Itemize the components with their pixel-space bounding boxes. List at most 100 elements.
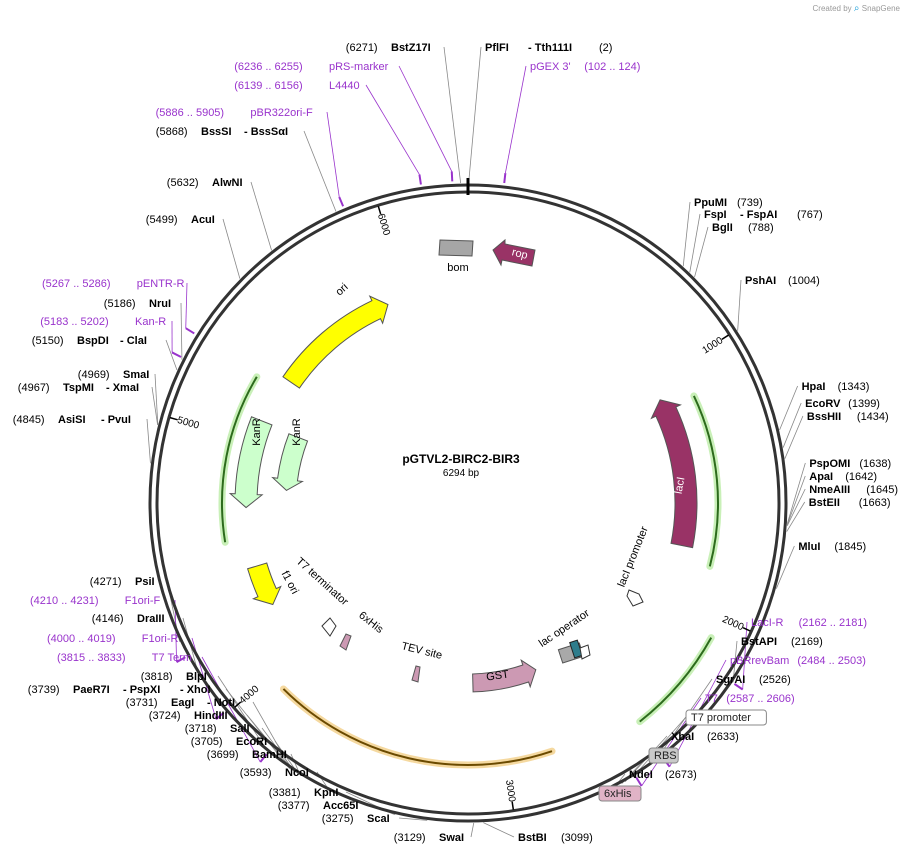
site-name[interactable]: ApaI	[809, 471, 833, 483]
site-name[interactable]: BstZ17I	[391, 42, 431, 54]
feature-gst[interactable]	[472, 659, 537, 693]
primer-range[interactable]: (4210 .. 4231)	[30, 595, 99, 607]
site-name[interactable]: FspI	[704, 209, 727, 221]
site-name[interactable]: BssHII	[807, 411, 841, 423]
primer-range[interactable]: (2587 .. 2606)	[726, 693, 795, 705]
site-position[interactable]: (767)	[797, 209, 823, 221]
primer-name[interactable]: Kan-R	[135, 316, 166, 328]
site-name[interactable]: BstEII	[809, 497, 840, 509]
site-position[interactable]: (4271)	[90, 576, 122, 588]
primer-name[interactable]: F1ori-F	[125, 595, 161, 607]
feature-laci[interactable]	[650, 399, 698, 549]
site-position[interactable]: (3377)	[278, 800, 310, 812]
site-name[interactable]: PsiI	[135, 576, 155, 588]
site-name[interactable]: NmeAIII	[809, 484, 850, 496]
site-position[interactable]: (788)	[748, 222, 774, 234]
site-name[interactable]: EcoRV	[805, 398, 841, 410]
site-position[interactable]: (5186)	[104, 298, 136, 310]
site-position[interactable]: (3381)	[269, 787, 301, 799]
primer-name[interactable]: pENTR-R	[137, 278, 185, 290]
site-position[interactable]: (4969)	[78, 369, 110, 381]
site-name[interactable]: BstBI	[518, 832, 547, 844]
site-position[interactable]: (1434)	[857, 411, 889, 423]
site-position[interactable]: (1399)	[848, 398, 880, 410]
site-name[interactable]: NcoI	[285, 767, 309, 779]
site-name[interactable]: PspOMI	[809, 458, 850, 470]
site-name[interactable]: PshAI	[745, 275, 776, 287]
site-name[interactable]: AlwNI	[212, 177, 243, 189]
site-position[interactable]: (2)	[599, 42, 612, 54]
site-position[interactable]: (5499)	[146, 214, 178, 226]
site-position[interactable]: (1845)	[834, 541, 866, 553]
site-name[interactable]: AcuI	[191, 214, 215, 226]
site-name[interactable]: BlpI	[186, 671, 207, 683]
primer-name[interactable]: pBR322ori-F	[250, 107, 313, 119]
site-position[interactable]: (4967)	[18, 382, 50, 394]
site-name[interactable]: - ClaI	[120, 335, 147, 347]
site-position[interactable]: (1343)	[838, 381, 870, 393]
site-name[interactable]: HpaI	[802, 381, 826, 393]
site-position[interactable]: (2169)	[791, 636, 823, 648]
site-position[interactable]: (3129)	[394, 832, 426, 844]
site-position[interactable]: (1642)	[845, 471, 877, 483]
site-position[interactable]: (1004)	[788, 275, 820, 287]
site-name[interactable]: BstAPI	[741, 636, 777, 648]
primer-name[interactable]: F1ori-R	[142, 633, 179, 645]
primer-range[interactable]: (3815 .. 3833)	[57, 652, 126, 664]
site-name[interactable]: - XmaI	[106, 382, 139, 394]
site-name[interactable]: SmaI	[123, 369, 149, 381]
site-name[interactable]: Acc65I	[323, 800, 358, 812]
site-name[interactable]: SalI	[230, 723, 250, 735]
primer-name[interactable]: pRS-marker	[329, 61, 389, 73]
site-name[interactable]: BssSI	[201, 126, 232, 138]
primer-range[interactable]: (102 .. 124)	[584, 61, 640, 73]
primer-range[interactable]: (4000 .. 4019)	[47, 633, 116, 645]
site-name[interactable]: - Tth111I	[528, 42, 572, 54]
gst-cds-arc[interactable]	[282, 688, 553, 766]
feature-ori[interactable]	[282, 295, 389, 389]
site-name[interactable]: AsiSI	[58, 414, 86, 426]
site-position[interactable]: (4146)	[92, 613, 124, 625]
site-name[interactable]: - NotI	[207, 697, 235, 709]
site-position[interactable]: (3699)	[207, 749, 239, 761]
site-position[interactable]: (1638)	[859, 458, 891, 470]
primer-range[interactable]: (5886 .. 5905)	[156, 107, 225, 119]
lacI-cds-arc[interactable]	[692, 395, 719, 567]
feature-kanr-outer[interactable]	[228, 416, 273, 509]
boxed-label-text[interactable]: T7 promoter	[691, 712, 751, 724]
kanr-cds-arc[interactable]	[221, 376, 258, 543]
site-name[interactable]: - FspAI	[740, 209, 777, 221]
primer-name[interactable]: T7	[705, 693, 718, 705]
feature-f1-ori[interactable]	[246, 562, 282, 606]
site-name[interactable]: - XhoI	[180, 684, 211, 696]
site-position[interactable]: (1663)	[859, 497, 891, 509]
site-name[interactable]: PflFI	[485, 42, 509, 54]
site-name[interactable]: NruI	[149, 298, 171, 310]
site-name[interactable]: MluI	[798, 541, 820, 553]
site-position[interactable]: (3099)	[561, 832, 593, 844]
site-name[interactable]: TspMI	[63, 382, 94, 394]
primer-range[interactable]: (5267 .. 5286)	[42, 278, 111, 290]
site-name[interactable]: BspDI	[77, 335, 109, 347]
primer-name[interactable]: L4440	[329, 80, 360, 92]
site-name[interactable]: SgrAI	[716, 674, 745, 686]
feature-rop[interactable]	[492, 238, 536, 267]
site-name[interactable]: ScaI	[367, 813, 390, 825]
site-name[interactable]: DraIII	[137, 613, 165, 625]
site-position[interactable]: (4845)	[13, 414, 45, 426]
site-position[interactable]: (1645)	[866, 484, 898, 496]
site-position[interactable]: (3718)	[185, 723, 217, 735]
site-position[interactable]: (5632)	[167, 177, 199, 189]
primer-name[interactable]: T7 Term	[152, 652, 192, 664]
site-name[interactable]: NdeI	[629, 769, 653, 781]
site-position[interactable]: (3275)	[322, 813, 354, 825]
site-position[interactable]: (6271)	[346, 42, 378, 54]
site-name[interactable]: EcoRI	[236, 736, 267, 748]
site-name[interactable]: BamHI	[252, 749, 287, 761]
site-name[interactable]: XbaI	[671, 731, 694, 743]
site-position[interactable]: (3724)	[149, 710, 181, 722]
primer-range[interactable]: (6139 .. 6156)	[234, 80, 303, 92]
site-position[interactable]: (3739)	[28, 684, 60, 696]
primer-name[interactable]: LacI-R	[751, 617, 783, 629]
site-name[interactable]: - BssSαI	[244, 126, 288, 138]
